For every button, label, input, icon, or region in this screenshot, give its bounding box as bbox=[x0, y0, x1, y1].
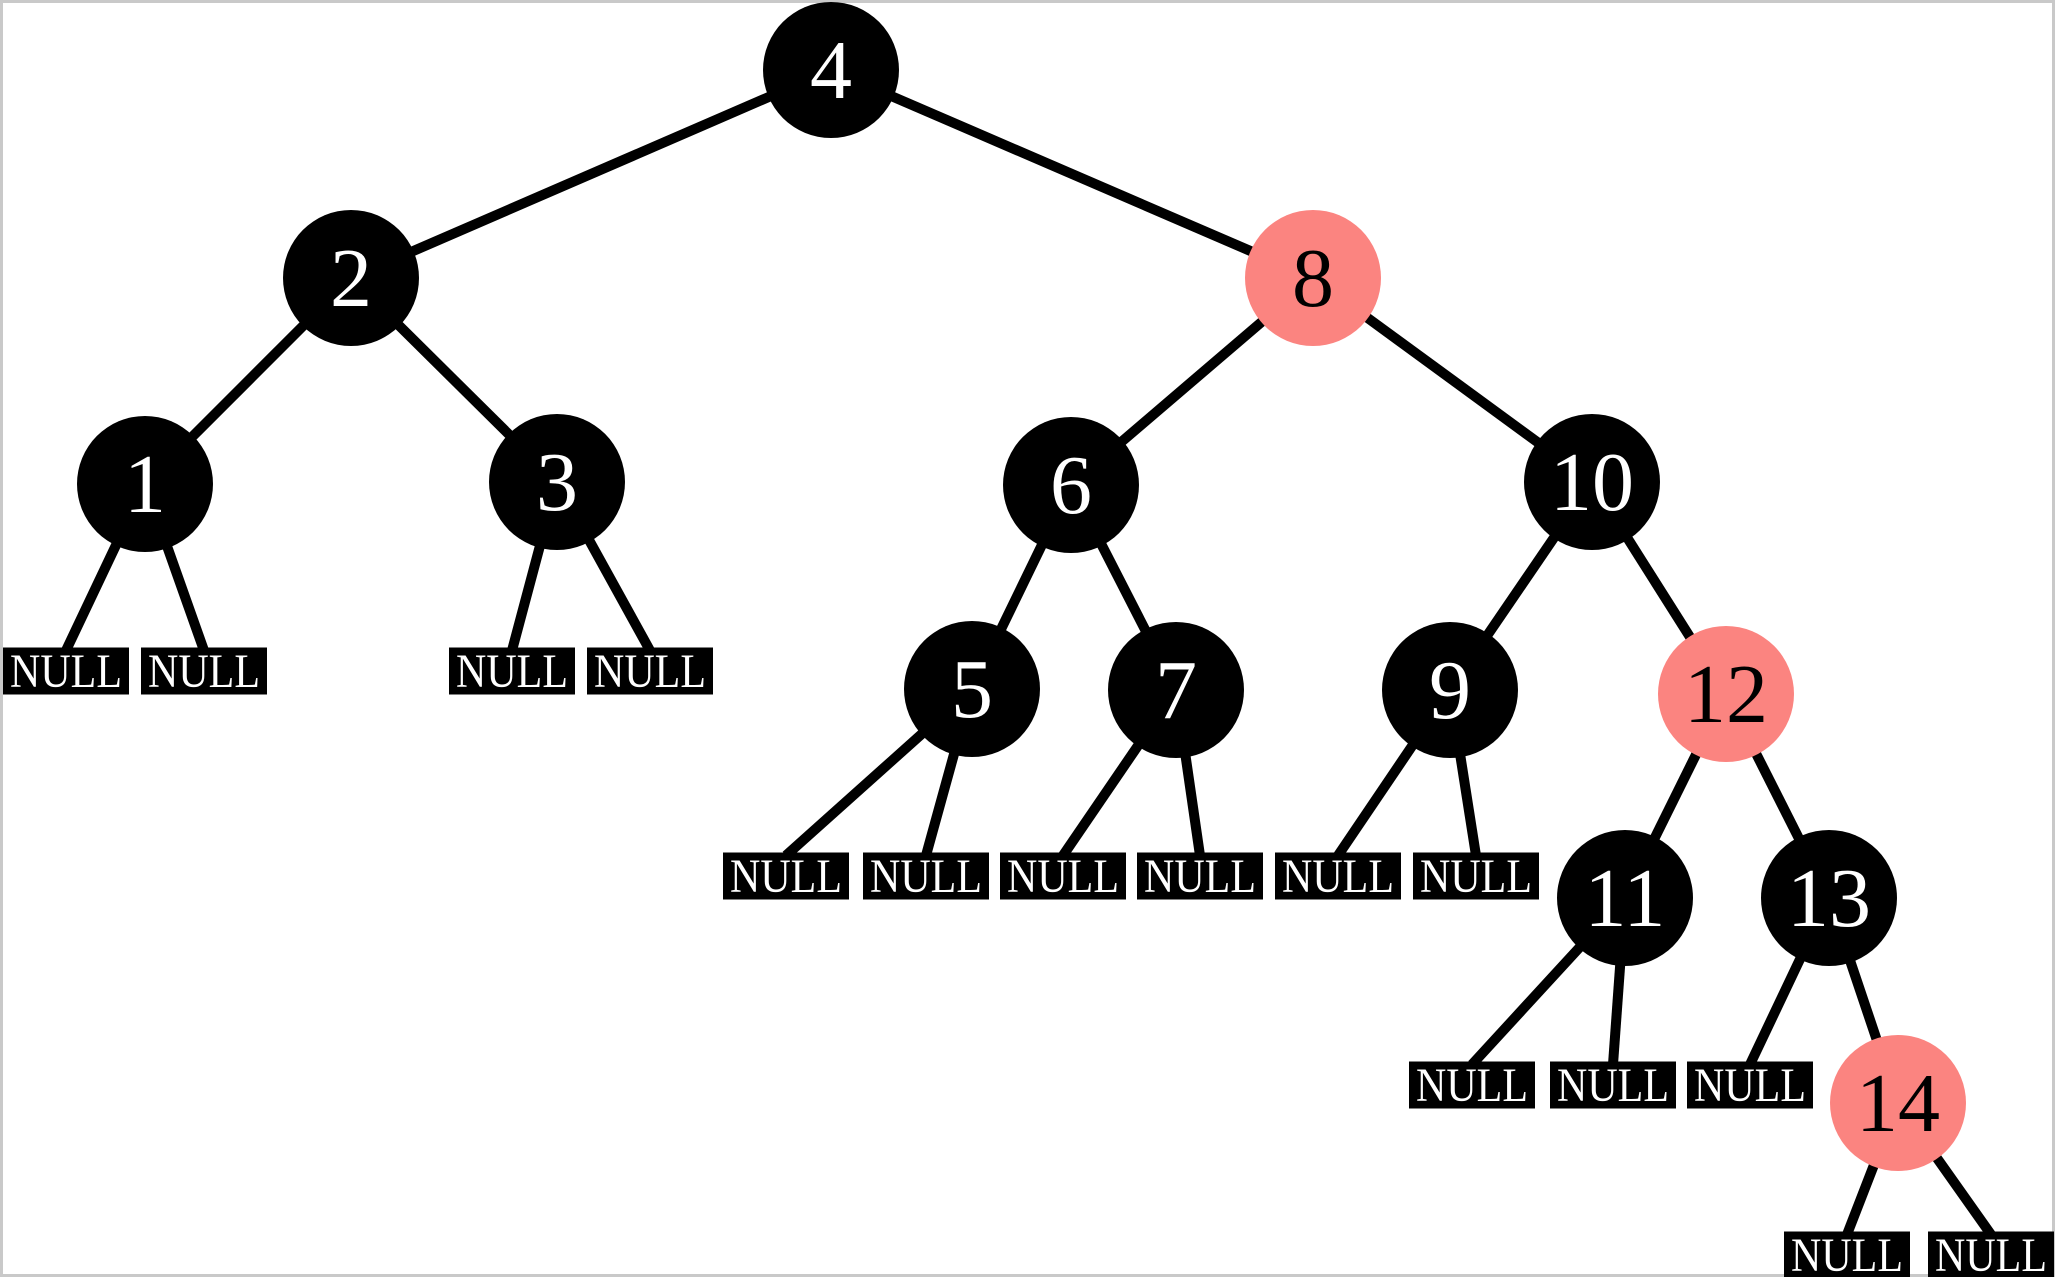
tree-node-13: 13 bbox=[1761, 830, 1897, 966]
tree-node-circle-10 bbox=[1524, 414, 1660, 550]
null-leaf-null-5R: NULL bbox=[863, 850, 989, 903]
tree-node-label-7: 7 bbox=[1155, 644, 1197, 737]
tree-node-circle-5 bbox=[904, 621, 1040, 757]
null-leaf-null-1R: NULL bbox=[141, 645, 267, 698]
null-leaf-label-null-1L: NULL bbox=[10, 645, 122, 698]
null-leaf-label-null-7L: NULL bbox=[1007, 850, 1119, 903]
tree-node-label-14: 14 bbox=[1856, 1057, 1940, 1150]
null-leaf-label-null-14R: NULL bbox=[1935, 1229, 2047, 1277]
null-leaf-box-null-14L bbox=[1784, 1231, 1910, 1277]
null-leaf-null-11L: NULL bbox=[1409, 1059, 1535, 1112]
tree-node-6: 6 bbox=[1003, 417, 1139, 553]
null-leaf-box-null-3R bbox=[587, 647, 713, 695]
null-leaf-null-7L: NULL bbox=[1000, 850, 1126, 903]
null-leaf-label-null-9L: NULL bbox=[1282, 850, 1394, 903]
null-leaf-box-null-9L bbox=[1275, 852, 1401, 900]
null-leaf-label-null-7R: NULL bbox=[1144, 850, 1256, 903]
null-leaf-null-9L: NULL bbox=[1275, 850, 1401, 903]
tree-node-4: 4 bbox=[763, 2, 899, 138]
null-leaf-box-null-13L bbox=[1687, 1061, 1813, 1109]
tree-node-circle-14 bbox=[1830, 1035, 1966, 1171]
null-leaf-null-7R: NULL bbox=[1137, 850, 1263, 903]
tree-node-label-12: 12 bbox=[1684, 648, 1768, 741]
tree-node-label-13: 13 bbox=[1787, 852, 1871, 945]
null-leaf-box-null-1R bbox=[141, 647, 267, 695]
tree-node-label-1: 1 bbox=[124, 438, 166, 531]
edge-4-8 bbox=[829, 65, 1315, 283]
tree-node-7: 7 bbox=[1108, 622, 1244, 758]
null-leaf-label-null-11R: NULL bbox=[1557, 1059, 1669, 1112]
tree-node-14: 14 bbox=[1830, 1035, 1966, 1171]
tree-node-circle-2 bbox=[283, 210, 419, 346]
null-leaf-label-null-3L: NULL bbox=[456, 645, 568, 698]
tree-node-11: 11 bbox=[1557, 830, 1693, 966]
null-leaf-null-11R: NULL bbox=[1550, 1059, 1676, 1112]
null-leaf-box-null-5R bbox=[863, 852, 989, 900]
null-leaf-box-null-5L bbox=[723, 852, 849, 900]
tree-node-circle-12 bbox=[1658, 626, 1794, 762]
edge-4-2 bbox=[349, 65, 833, 283]
null-leaves-layer: NULL NULL NULL NULL NULL NULL NULL NULL NULL NULL… bbox=[3, 645, 2054, 1277]
tree-node-9: 9 bbox=[1382, 622, 1518, 758]
tree-node-circle-3 bbox=[489, 414, 625, 550]
null-leaf-box-null-3L bbox=[449, 647, 575, 695]
null-leaf-null-14L: NULL bbox=[1784, 1229, 1910, 1277]
tree-node-8: 8 bbox=[1245, 210, 1381, 346]
tree-node-10: 10 bbox=[1524, 414, 1660, 550]
null-leaf-box-null-7L bbox=[1000, 852, 1126, 900]
null-leaf-null-3L: NULL bbox=[449, 645, 575, 698]
tree-node-circle-11 bbox=[1557, 830, 1693, 966]
tree-node-3: 3 bbox=[489, 414, 625, 550]
tree-node-circle-1 bbox=[77, 416, 213, 552]
null-leaf-box-null-11L bbox=[1409, 1061, 1535, 1109]
tree-node-circle-7 bbox=[1108, 622, 1244, 758]
null-leaf-label-null-5L: NULL bbox=[730, 850, 842, 903]
null-leaf-null-14R: NULL bbox=[1928, 1229, 2054, 1277]
null-leaf-box-null-7R bbox=[1137, 852, 1263, 900]
null-leaf-null-3R: NULL bbox=[587, 645, 713, 698]
null-leaf-null-13L: NULL bbox=[1687, 1059, 1813, 1112]
null-leaf-box-null-14R bbox=[1928, 1231, 2054, 1277]
null-leaf-label-null-9R: NULL bbox=[1420, 850, 1532, 903]
null-leaf-null-5L: NULL bbox=[723, 850, 849, 903]
tree-node-12: 12 bbox=[1658, 626, 1794, 762]
tree-node-label-2: 2 bbox=[330, 232, 372, 325]
tree-node-label-10: 10 bbox=[1550, 436, 1634, 529]
tree-node-label-3: 3 bbox=[536, 436, 578, 529]
tree-node-circle-8 bbox=[1245, 210, 1381, 346]
null-leaf-label-null-1R: NULL bbox=[148, 645, 260, 698]
tree-node-5: 5 bbox=[904, 621, 1040, 757]
tree-node-label-8: 8 bbox=[1292, 232, 1334, 325]
tree-node-label-5: 5 bbox=[951, 643, 993, 736]
null-leaf-null-1L: NULL bbox=[3, 645, 129, 698]
tree-node-circle-13 bbox=[1761, 830, 1897, 966]
null-leaf-label-null-13L: NULL bbox=[1694, 1059, 1806, 1112]
tree-node-2: 2 bbox=[283, 210, 419, 346]
null-leaf-label-null-14L: NULL bbox=[1791, 1229, 1903, 1277]
tree-node-circle-9 bbox=[1382, 622, 1518, 758]
tree-node-circle-6 bbox=[1003, 417, 1139, 553]
tree-node-label-6: 6 bbox=[1050, 439, 1092, 532]
null-leaf-box-null-11R bbox=[1550, 1061, 1676, 1109]
null-leaf-label-null-5R: NULL bbox=[870, 850, 982, 903]
tree-node-label-9: 9 bbox=[1429, 644, 1471, 737]
tree-node-1: 1 bbox=[77, 416, 213, 552]
tree-node-label-4: 4 bbox=[810, 24, 852, 117]
null-leaf-label-null-3R: NULL bbox=[594, 645, 706, 698]
null-leaf-box-null-1L bbox=[3, 647, 129, 695]
tree-node-circle-4 bbox=[763, 2, 899, 138]
null-leaf-label-null-11L: NULL bbox=[1416, 1059, 1528, 1112]
null-leaf-null-9R: NULL bbox=[1413, 850, 1539, 903]
null-leaf-box-null-9R bbox=[1413, 852, 1539, 900]
tree-node-label-11: 11 bbox=[1585, 852, 1666, 945]
